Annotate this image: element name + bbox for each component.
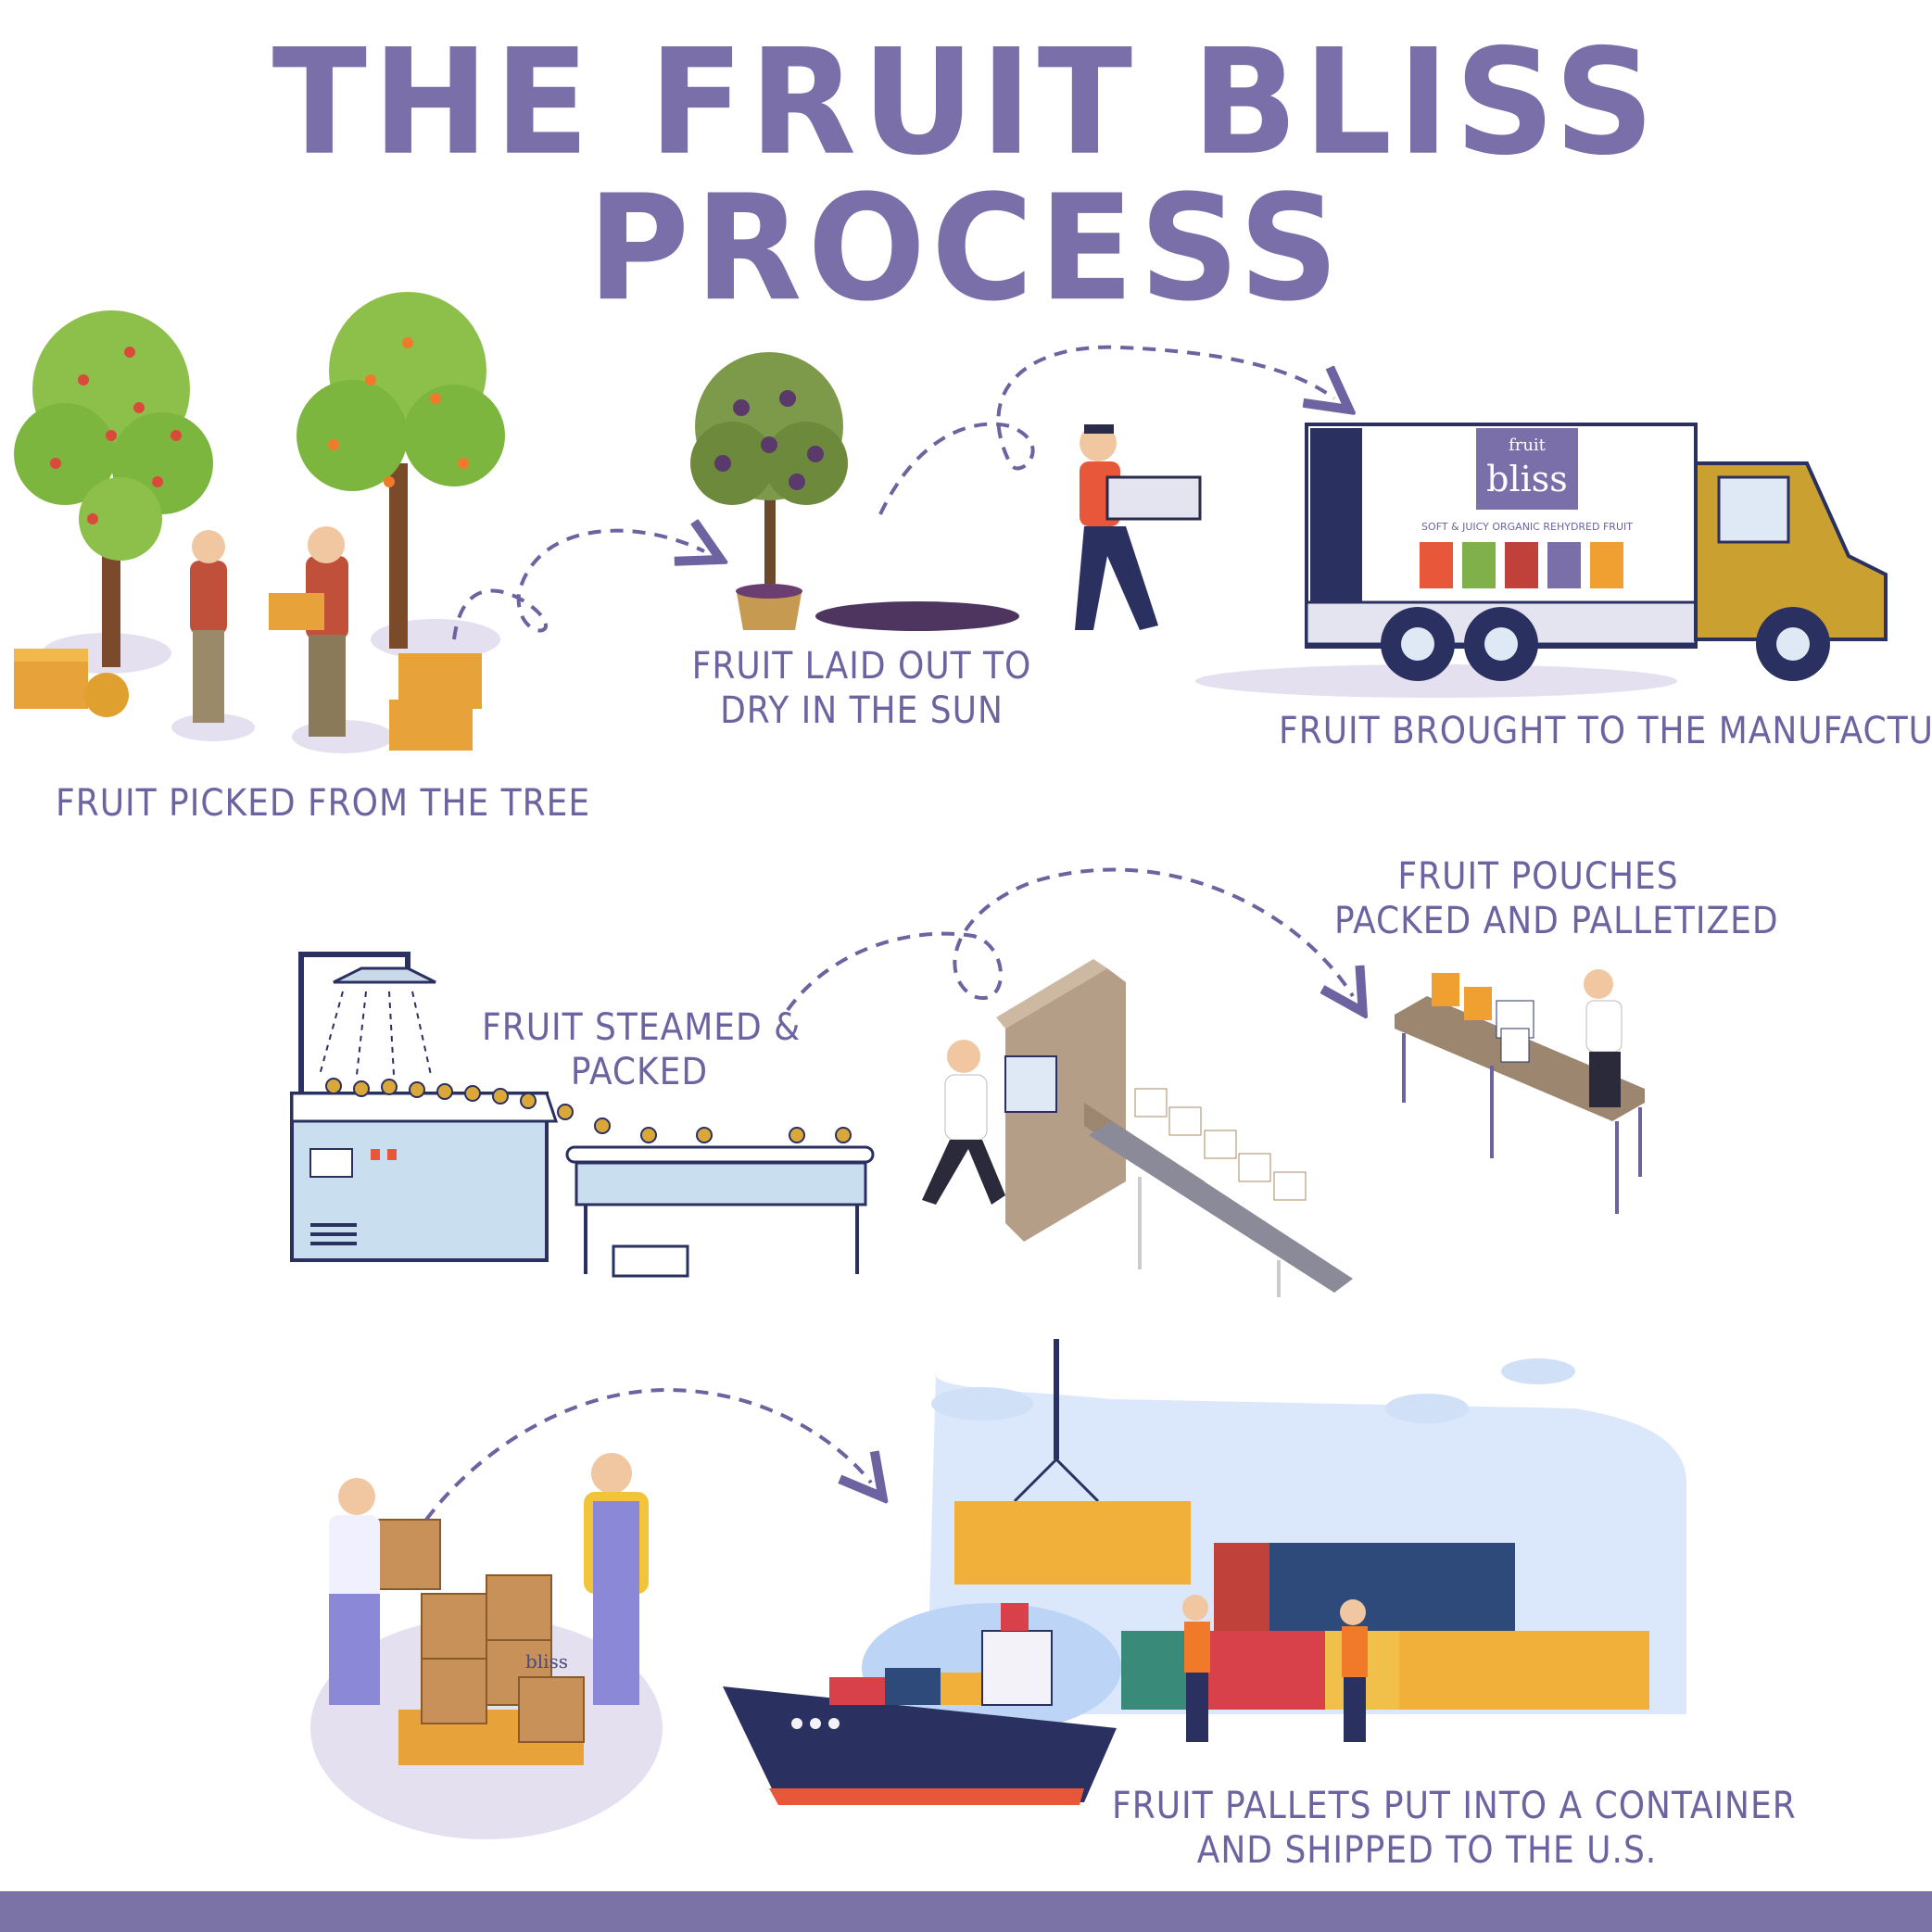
- caption-shipped: FRUIT PALLETS PUT INTO A CONTAINER AND S…: [1112, 1784, 1797, 1873]
- caption-fruit-picked: FRUIT PICKED FROM THE TREE: [56, 781, 591, 826]
- delivery-truck: fruit bliss SOFT & JUICY ORGANIC REHYDRE…: [1195, 423, 1888, 698]
- box-brand-label: bliss: [525, 1650, 568, 1673]
- flow-arrows: [424, 345, 1353, 1522]
- caption-line: FRUIT PALLETS PUT INTO A CONTAINER: [1112, 1785, 1797, 1827]
- truck-logo-fruit: fruit: [1509, 436, 1547, 455]
- caption-line: FRUIT POUCHES: [1397, 855, 1679, 898]
- footer-bar: [0, 1891, 1932, 1932]
- caption-fruit-brought: FRUIT BROUGHT TO THE MANUFACTURER: [1279, 709, 1932, 753]
- page-title: THE FRUIT BLISS PROCESS: [271, 18, 1661, 335]
- caption-line: PACKED AND PALLETIZED: [1334, 900, 1779, 942]
- caption-pouches-palletized: FRUIT POUCHES PACKED AND PALLETIZED: [1334, 854, 1779, 943]
- caption-line: FRUIT PICKED FROM THE TREE: [56, 782, 591, 825]
- caption-line: FRUIT BROUGHT TO THE MANUFACTURER: [1279, 710, 1932, 752]
- caption-line: DRY IN THE SUN: [720, 689, 1004, 732]
- truck-tagline: SOFT & JUICY ORGANIC REHYDRED FRUIT: [1421, 521, 1633, 533]
- steamer-machine: [290, 952, 875, 1278]
- caption-line: FRUIT STEAMED &: [482, 1006, 802, 1049]
- arrow-step1-to-2: [452, 531, 704, 640]
- caption-fruit-dried: FRUIT LAID OUT TO DRY IN THE SUN: [686, 644, 1038, 733]
- caption-line: FRUIT LAID OUT TO: [691, 645, 1032, 688]
- caption-line: PACKED: [570, 1051, 709, 1093]
- palletizing-table: [1395, 969, 1645, 1214]
- orchard-scene: [14, 292, 505, 753]
- pallet-workers: bliss: [310, 1453, 663, 1839]
- packing-machine: [922, 959, 1353, 1297]
- caption-line: AND SHIPPED TO THE U.S.: [1196, 1829, 1658, 1872]
- arrow-step4-to-5: [786, 867, 1353, 1010]
- arrow-step5-to-6: [424, 1387, 871, 1522]
- drying-scene: [690, 352, 1202, 631]
- caption-fruit-steamed: FRUIT STEAMED & PACKED: [482, 1005, 802, 1094]
- container-ship: [723, 1603, 1117, 1805]
- truck-logo-bliss: bliss: [1486, 459, 1568, 499]
- shipping-port: [723, 1339, 1686, 1805]
